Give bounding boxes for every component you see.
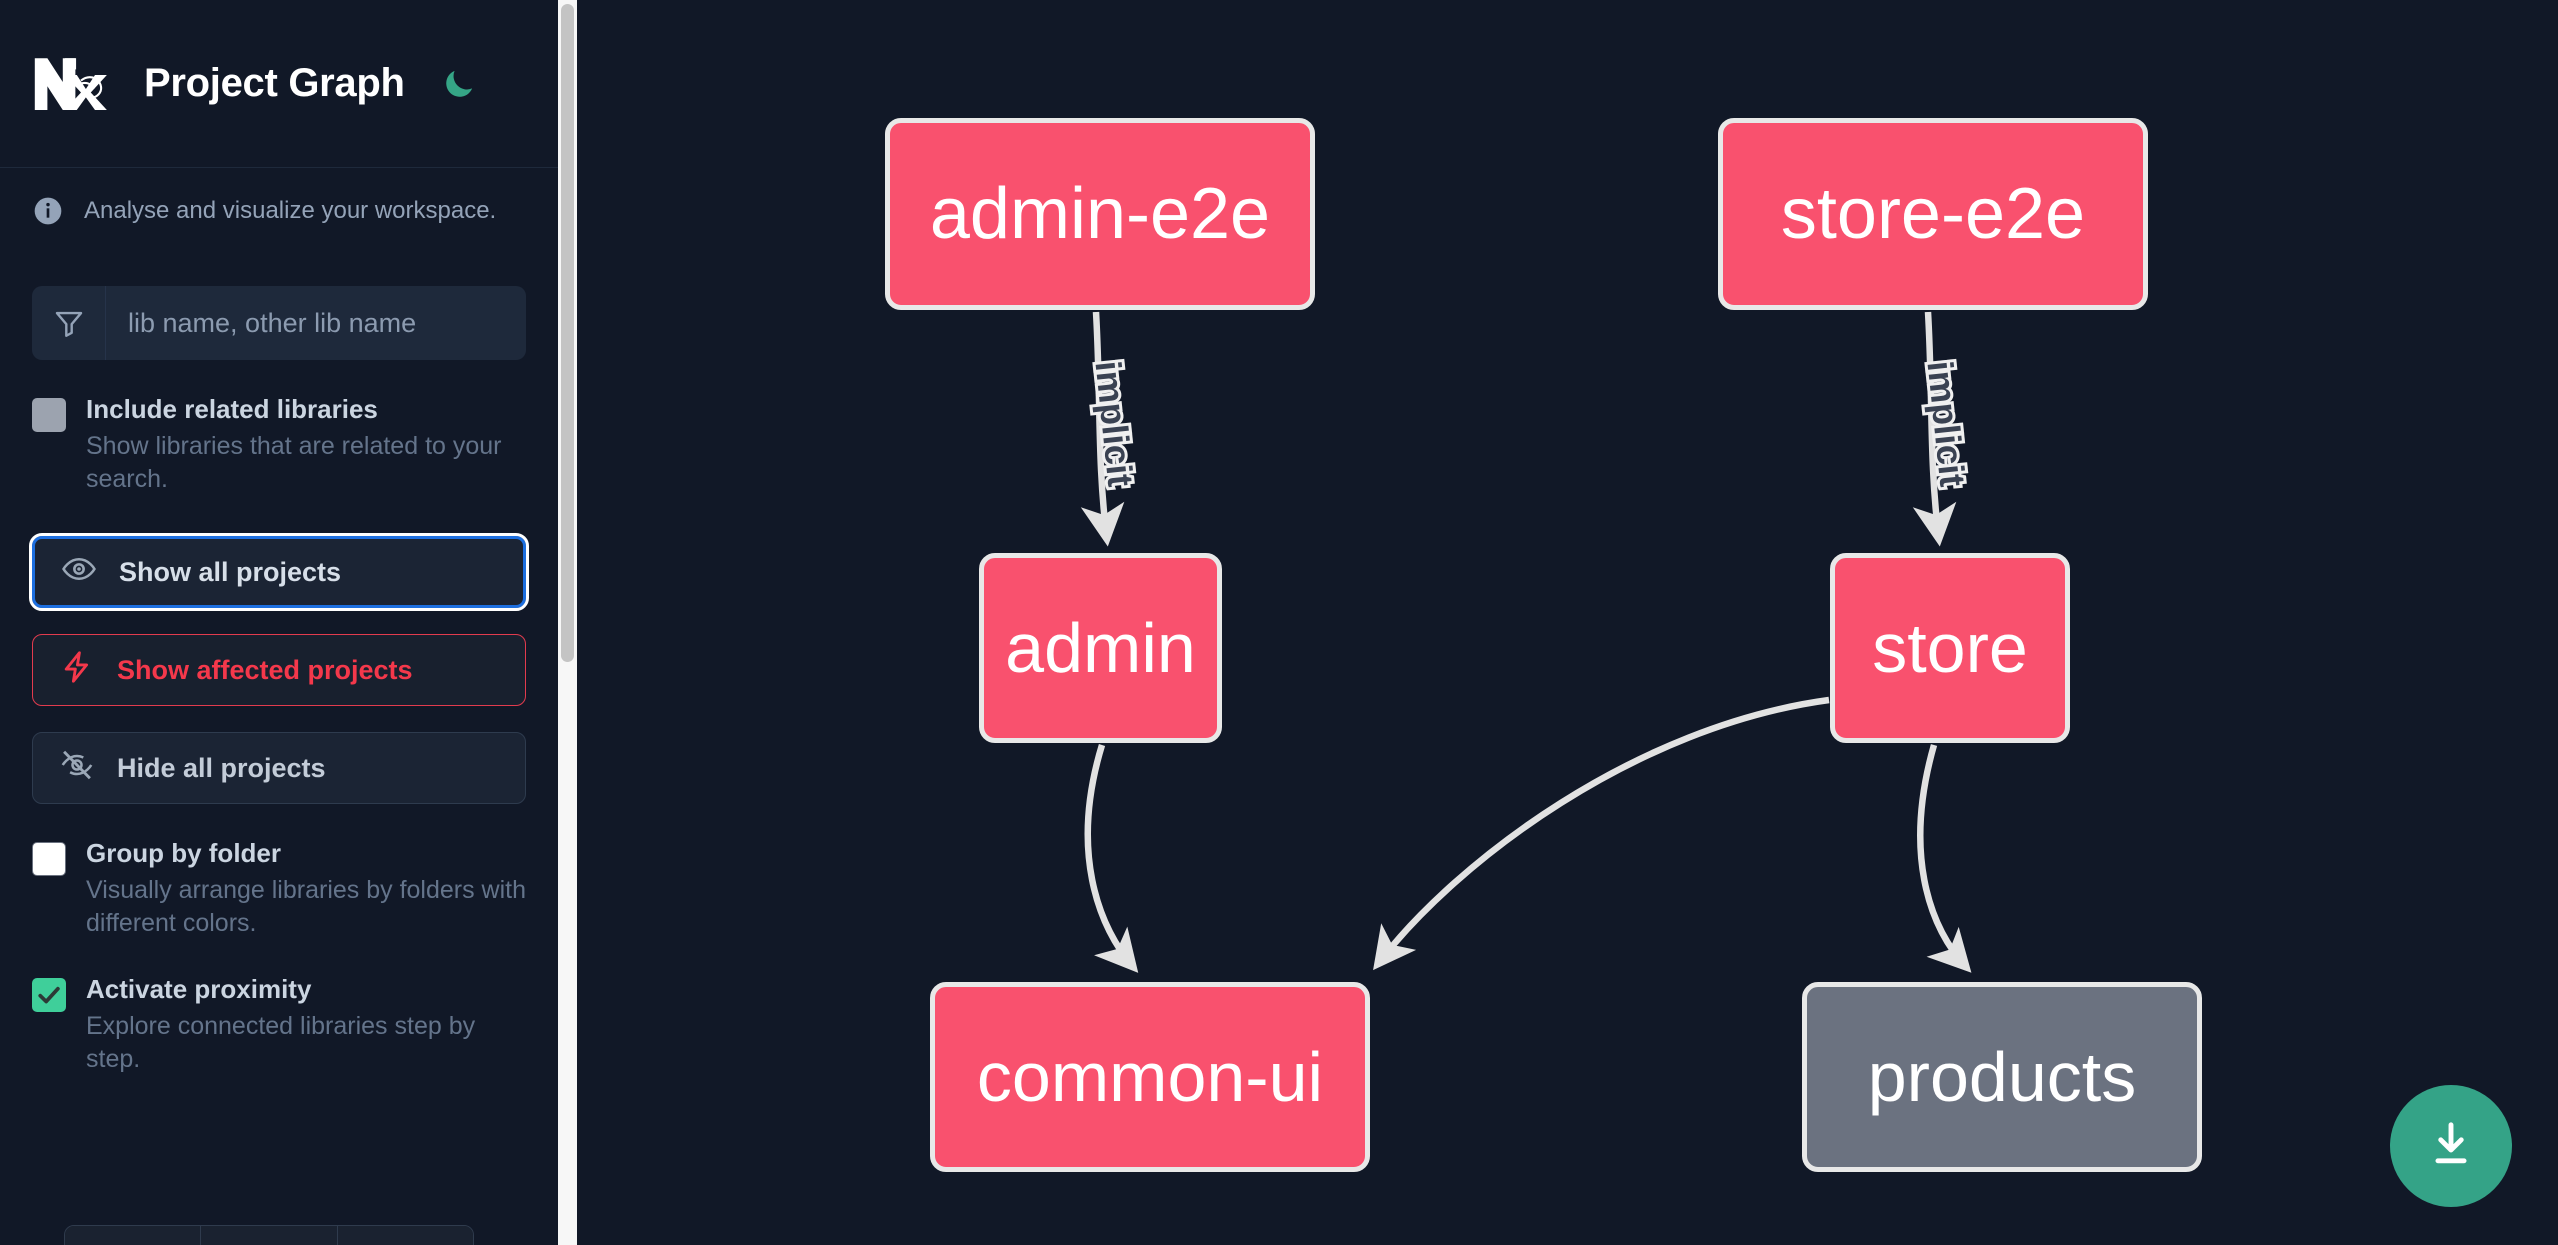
activate-proximity-checkbox[interactable] <box>32 978 66 1013</box>
hide-all-projects-button[interactable]: Hide all projects <box>32 732 526 805</box>
filter-search-box[interactable] <box>32 286 526 360</box>
graph-node-admin-e2e[interactable]: admin-e2e <box>885 118 1315 310</box>
graph-node-store[interactable]: store <box>1830 553 2070 743</box>
svg-text:implicit: implicit <box>1087 359 1141 489</box>
check-icon <box>38 987 60 1004</box>
group-by-folder-label: Group by folder <box>86 838 281 869</box>
hide-all-projects-label: Hide all projects <box>117 752 326 783</box>
edge-store-e2e-to-store <box>1912 311 1957 547</box>
graph-node-label: admin-e2e <box>929 174 1271 254</box>
show-all-projects-label: Show all projects <box>119 556 342 587</box>
include-related-label: Include related libraries <box>86 394 378 424</box>
svg-text:implicit: implicit <box>1919 359 1973 489</box>
show-all-projects-button[interactable]: Show all projects <box>29 533 529 612</box>
sidebar-body: Analyse and visualize your workspace. In… <box>0 168 558 1077</box>
filter-funnel-icon <box>32 286 106 360</box>
sidebar-header: Project Graph <box>0 0 558 168</box>
include-related-description: Show libraries that are related to your … <box>86 431 502 493</box>
checkbox-include-related-libraries[interactable]: Include related libraries Show libraries… <box>32 394 526 496</box>
graph-node-label: products <box>1867 1038 2137 1116</box>
include-related-checkbox[interactable] <box>32 398 66 432</box>
moon-icon[interactable] <box>437 62 481 106</box>
group-by-folder-description: Visually arrange libraries by folders wi… <box>86 875 527 938</box>
eye-off-icon <box>59 747 95 790</box>
proximity-step-segmented-control[interactable] <box>64 1225 474 1245</box>
include-related-texts: Include related libraries Show libraries… <box>86 394 526 496</box>
show-affected-projects-button[interactable]: Show affected projects <box>32 634 526 707</box>
show-affected-projects-label: Show affected projects <box>117 654 413 685</box>
graph-node-products[interactable]: products <box>1802 982 2202 1172</box>
activate-proximity-description: Explore connected libraries step by step… <box>86 1012 476 1074</box>
segment-increase[interactable] <box>337 1226 473 1245</box>
graph-node-label: common-ui <box>976 1038 1324 1116</box>
graph-node-label: store <box>1872 609 2028 687</box>
graph-edges-layer: implicit implicit <box>1080 311 1976 973</box>
graph-canvas[interactable]: implicit implicit admin-e2e store-e2e ad… <box>577 0 2558 1245</box>
checkbox-group-by-folder[interactable]: Group by folder Visually arrange librari… <box>32 838 526 940</box>
page-title: Project Graph <box>144 61 405 105</box>
edge-label-implicit-admin: implicit <box>1084 356 1144 492</box>
edge-admin-e2e-to-admin <box>1080 311 1125 547</box>
download-button[interactable] <box>2390 1085 2512 1207</box>
activate-proximity-label: Activate proximity <box>86 974 312 1005</box>
checkbox-activate-proximity[interactable]: Activate proximity Explore connected lib… <box>32 974 526 1076</box>
edge-store-to-common-ui <box>1373 696 1830 971</box>
nx-logo-icon <box>32 54 116 114</box>
edge-store-to-products <box>1917 744 1972 973</box>
graph-node-label: admin <box>1005 609 1196 687</box>
edge-admin-to-common-ui <box>1084 744 1139 973</box>
graph-node-label: store-e2e <box>1780 174 2086 254</box>
action-buttons-group: Show all projects Show affected projects <box>29 533 529 805</box>
search-input[interactable] <box>106 286 526 360</box>
info-banner: Analyse and visualize your workspace. <box>32 168 526 254</box>
info-banner-text: Analyse and visualize your workspace. <box>84 197 497 224</box>
segment-decrease[interactable] <box>65 1226 202 1245</box>
edge-label-implicit-store: implicit <box>1916 356 1976 492</box>
sidebar-scrollbar-thumb[interactable] <box>561 4 574 662</box>
graph-node-store-e2e[interactable]: store-e2e <box>1718 118 2148 310</box>
lightning-bolt-icon <box>59 649 95 692</box>
group-by-folder-checkbox[interactable] <box>32 842 66 877</box>
group-by-folder-texts: Group by folder Visually arrange librari… <box>86 838 526 940</box>
download-icon <box>2423 1116 2479 1177</box>
segment-value[interactable] <box>201 1226 338 1245</box>
graph-node-common-ui[interactable]: common-ui <box>930 982 1370 1172</box>
eye-icon <box>61 551 97 594</box>
sidebar: Project Graph Analyse and visualize your… <box>0 0 558 1245</box>
graph-node-admin[interactable]: admin <box>979 553 1222 743</box>
info-circle-icon <box>32 195 64 227</box>
activate-proximity-texts: Activate proximity Explore connected lib… <box>86 974 526 1076</box>
